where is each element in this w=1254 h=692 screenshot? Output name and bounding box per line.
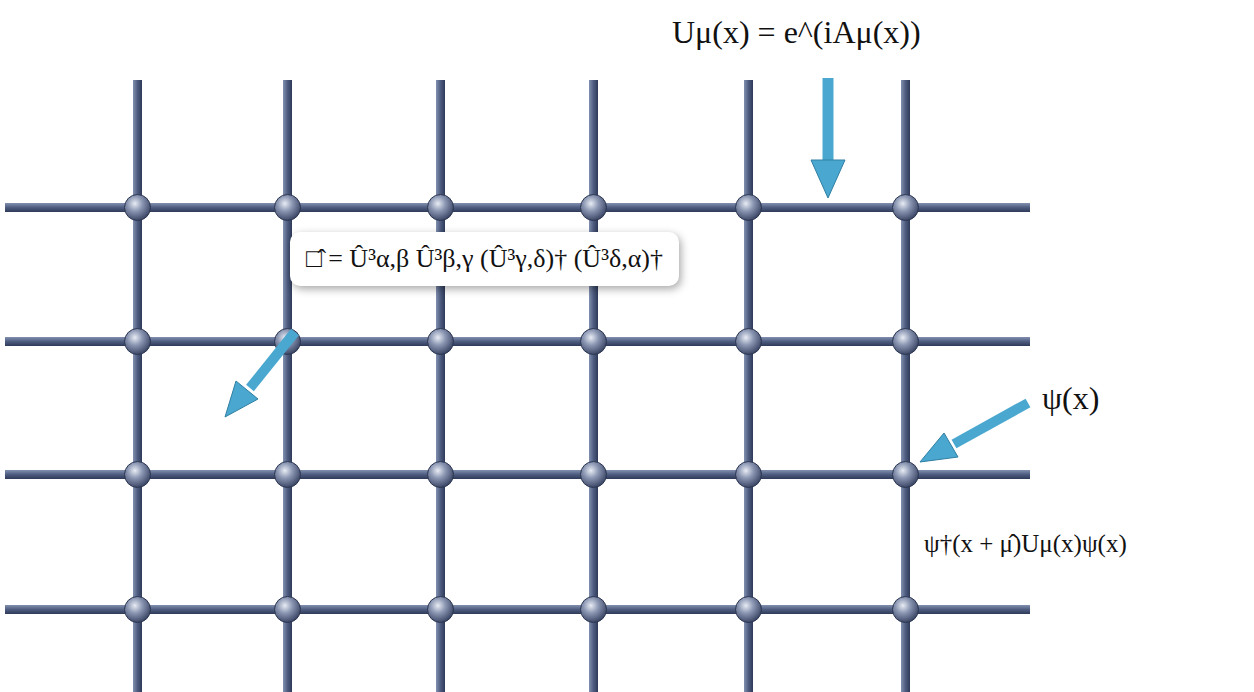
- lattice-site: [275, 195, 301, 221]
- lattice-site: [736, 195, 762, 221]
- link-variable-label: Uμ(x) = e^(iAμ(x)): [672, 14, 921, 51]
- lattice-site: [893, 329, 919, 355]
- lattice-site: [736, 462, 762, 488]
- plaquette-callout: □̂ = Û³α,β Û³β,γ (Û³γ,δ)† (Û³δ,α)†: [290, 232, 679, 286]
- vertical-links: [133, 80, 910, 692]
- lattice-site: [275, 462, 301, 488]
- lattice-site: [581, 597, 607, 623]
- lattice-site: [581, 329, 607, 355]
- lattice-site: [125, 462, 151, 488]
- hopping-term-label: ψ†(x + μ̂)Uμ(x)ψ(x): [924, 530, 1127, 558]
- lattice-site: [581, 462, 607, 488]
- lattice-site: [736, 329, 762, 355]
- lattice-site: [893, 597, 919, 623]
- lattice-site: [428, 462, 454, 488]
- lattice-site: [893, 462, 919, 488]
- plaquette-formula: □̂ = Û³α,β Û³β,γ (Û³γ,δ)† (Û³δ,α)†: [306, 244, 663, 274]
- lattice-site: [736, 597, 762, 623]
- lattice-site: [125, 597, 151, 623]
- horizontal-links: [5, 203, 1030, 614]
- lattice-site: [428, 329, 454, 355]
- lattice-site: [581, 195, 607, 221]
- lattice-site: [893, 195, 919, 221]
- lattice-site: [125, 329, 151, 355]
- pointer-arrows: [225, 78, 1028, 462]
- lattice-site: [428, 195, 454, 221]
- lattice-site: [125, 195, 151, 221]
- lattice-site: [428, 597, 454, 623]
- lattice-sites: [125, 195, 919, 623]
- lattice-site: [275, 597, 301, 623]
- fermion-field-label: ψ(x): [1042, 380, 1099, 417]
